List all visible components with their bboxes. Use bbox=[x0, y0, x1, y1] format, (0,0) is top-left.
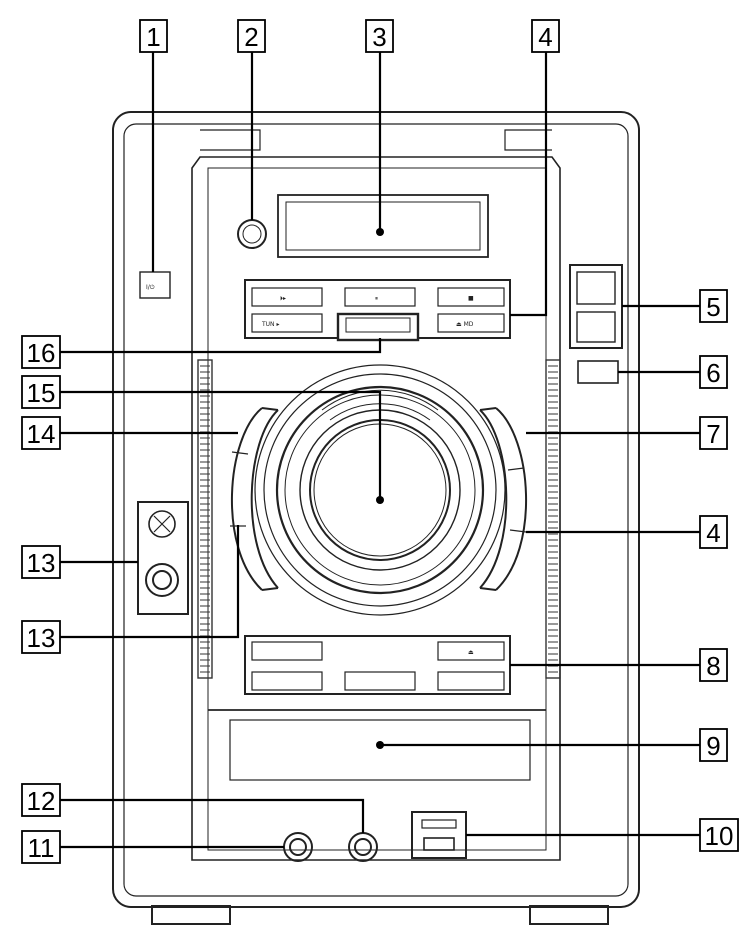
callout-8: 8 bbox=[699, 648, 728, 682]
callout-15-label: 15 bbox=[27, 378, 56, 408]
leader-lines bbox=[60, 52, 700, 849]
usb-port-panel[interactable] bbox=[411, 811, 467, 859]
left-arc-buttons[interactable] bbox=[230, 407, 279, 591]
stop-button[interactable]: ■ bbox=[437, 287, 505, 307]
band-button-label: ⏏ MD bbox=[456, 321, 474, 328]
tuner-button-label: TUN ▸ bbox=[261, 321, 279, 328]
right-lower-button[interactable] bbox=[576, 311, 616, 343]
callout-5-label: 5 bbox=[706, 292, 720, 322]
right-upper-button[interactable] bbox=[576, 271, 616, 305]
power-button[interactable]: I/⏻ bbox=[139, 271, 171, 299]
callout-13-lower: 13 bbox=[21, 620, 61, 654]
callout-4-label: 4 bbox=[538, 22, 552, 52]
right-grille bbox=[545, 359, 561, 679]
callout-9-label: 9 bbox=[706, 731, 720, 761]
disc-tray[interactable] bbox=[208, 709, 546, 781]
callout-5: 5 bbox=[699, 289, 728, 323]
play-button[interactable]: ⏵▸ bbox=[251, 287, 323, 307]
callout-2: 2 bbox=[237, 19, 266, 53]
pause-button[interactable]: ⏸ bbox=[344, 287, 416, 307]
callout-4-top: 4 bbox=[531, 19, 560, 53]
jack-panel bbox=[137, 501, 189, 615]
mic-jack[interactable] bbox=[145, 563, 179, 597]
callout-2-label: 2 bbox=[244, 22, 258, 52]
bottom-buttons-panel bbox=[244, 635, 511, 695]
callout-16-label: 16 bbox=[27, 338, 56, 368]
right-button-group bbox=[569, 264, 623, 349]
pause-button-label: ⏸ bbox=[375, 295, 378, 302]
callout-7-label: 7 bbox=[706, 419, 720, 449]
callout-12-label: 12 bbox=[27, 786, 56, 816]
bottom-button-open[interactable]: ⏏ bbox=[437, 641, 505, 661]
callout-4b-label: 4 bbox=[706, 518, 720, 548]
right-arc-buttons[interactable] bbox=[479, 407, 528, 591]
center-function-button[interactable] bbox=[336, 312, 420, 342]
sensor-knob bbox=[237, 219, 267, 249]
open-button-label: ⏏ bbox=[468, 649, 474, 656]
small-right-button[interactable] bbox=[577, 360, 619, 384]
callout-9: 9 bbox=[699, 728, 728, 762]
callout-13b-label: 13 bbox=[27, 623, 56, 653]
callout-3: 3 bbox=[365, 19, 394, 53]
bottom-left-jack[interactable] bbox=[283, 832, 313, 862]
callout-3-label: 3 bbox=[372, 22, 386, 52]
callout-13-upper: 13 bbox=[21, 545, 61, 579]
mic-level-knob[interactable] bbox=[148, 510, 176, 538]
callout-6: 6 bbox=[699, 355, 728, 389]
callout-12: 12 bbox=[21, 783, 61, 817]
tuner-button[interactable]: TUN ▸ bbox=[251, 313, 323, 333]
leader-dots bbox=[376, 228, 384, 749]
power-button-label: I/⏻ bbox=[146, 284, 155, 291]
callout-11-label: 11 bbox=[28, 833, 55, 863]
bottom-button-1[interactable] bbox=[251, 641, 323, 661]
callout-4-right: 4 bbox=[699, 515, 728, 549]
callout-labels: 1 2 3 4 5 6 7 4 bbox=[21, 19, 739, 864]
bottom-button-5[interactable] bbox=[344, 671, 416, 691]
cabinet bbox=[112, 111, 640, 908]
callout-1-label: 1 bbox=[146, 22, 160, 52]
bottom-right-jack[interactable] bbox=[348, 832, 378, 862]
bottom-button-6[interactable] bbox=[437, 671, 505, 691]
play-button-label: ⏵▸ bbox=[280, 295, 286, 302]
callout-11: 11 bbox=[21, 830, 61, 864]
bottom-button-4[interactable] bbox=[251, 671, 323, 691]
callout-10: 10 bbox=[699, 818, 739, 852]
callout-15: 15 bbox=[21, 375, 61, 409]
display-window bbox=[277, 194, 489, 258]
callout-14: 14 bbox=[21, 416, 61, 450]
callout-6-label: 6 bbox=[706, 358, 720, 388]
callout-7: 7 bbox=[699, 416, 728, 450]
callout-8-label: 8 bbox=[706, 651, 720, 681]
callout-10-label: 10 bbox=[705, 821, 734, 851]
feet bbox=[151, 905, 609, 925]
left-grille bbox=[197, 359, 213, 679]
band-button[interactable]: ⏏ MD bbox=[437, 313, 505, 333]
stop-button-label: ■ bbox=[468, 295, 474, 302]
callout-14-label: 14 bbox=[27, 419, 56, 449]
callout-16: 16 bbox=[21, 335, 61, 369]
callout-13-label: 13 bbox=[27, 548, 56, 578]
callout-1: 1 bbox=[139, 19, 168, 53]
